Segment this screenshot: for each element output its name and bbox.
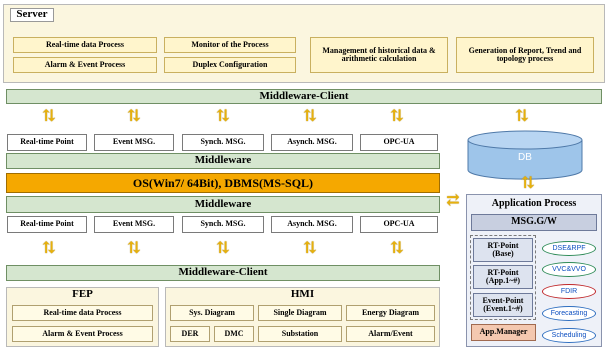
app-oval-fdir: FDIR: [542, 284, 596, 299]
middleware-client-top: Middleware-Client: [6, 89, 602, 104]
msg-event: Event MSG.: [94, 134, 174, 151]
up-down-arrow-icon: ⇅: [216, 107, 229, 125]
up-down-arrow-icon: ⇅: [216, 239, 229, 257]
hmi-box-single-diagram: Single Diagram: [258, 305, 342, 321]
app-process-title: Application Process: [491, 197, 577, 209]
up-down-arrow-icon: ⇅: [390, 107, 403, 125]
app-oval-scheduling: Scheduling: [542, 328, 596, 343]
hmi-title: HMI: [290, 288, 315, 301]
msg-asynch: Asynch. MSG.: [271, 134, 353, 151]
app-manager: App.Manager: [471, 324, 536, 341]
os-dbms-bar: OS(Win7/ 64Bit), DBMS(MS-SQL): [6, 173, 440, 193]
msg-gateway: MSG.G/W: [471, 214, 597, 231]
app-oval-dse-rpf: DSE&RPF: [542, 241, 596, 256]
hmi-box-substation: Substation: [258, 326, 342, 342]
middleware-bottom: Middleware: [6, 196, 440, 213]
db-label: DB: [518, 151, 532, 163]
fep-box-realtime: Real-time data Process: [12, 305, 153, 321]
hmi-box-dmc: DMC: [214, 326, 254, 342]
hmi-box-der: DER: [170, 326, 210, 342]
server-box-realtime: Real-time data Process: [13, 37, 157, 53]
middleware-client-bottom: Middleware-Client: [6, 265, 440, 281]
server-box-monitor: Monitor of the Process: [164, 37, 296, 53]
hmi-box-alarm-event: Alarm/Event: [346, 326, 435, 342]
msg-opc-ua: OPC-UA: [360, 134, 438, 151]
msg-realtime-point: Real-time Point: [7, 134, 87, 151]
up-down-arrow-icon: ⇅: [303, 239, 316, 257]
msg-opc-ua-2: OPC-UA: [360, 216, 438, 233]
left-right-arrow-icon: ⇄: [446, 191, 460, 209]
event-point: Event-Point (Event.1~#): [473, 293, 533, 317]
msg-synch: Synch. MSG.: [182, 134, 264, 151]
server-box-alarm: Alarm & Event Process: [13, 57, 157, 73]
db-cylinder: [466, 130, 584, 182]
msg-event-2: Event MSG.: [94, 216, 174, 233]
server-box-duplex: Duplex Configuration: [164, 57, 296, 73]
up-down-arrow-icon: ⇅: [127, 239, 140, 257]
rt-point-app: RT-Point (App.1~#): [473, 265, 533, 289]
server-box-historical: Management of historical data & arithmet…: [310, 37, 448, 73]
point-group-border: [470, 235, 536, 320]
hmi-box-energy-diagram: Energy Diagram: [346, 305, 435, 321]
up-down-arrow-icon: ⇅: [521, 174, 534, 192]
fep-box-alarm: Alarm & Event Process: [12, 326, 153, 342]
up-down-arrow-icon: ⇅: [42, 107, 55, 125]
up-down-arrow-icon: ⇅: [127, 107, 140, 125]
up-down-arrow-icon: ⇅: [303, 107, 316, 125]
rt-point-base: RT-Point (Base): [473, 238, 533, 262]
server-box-report: Generation of Report, Trend and topology…: [456, 37, 594, 73]
middleware-top: Middleware: [6, 153, 440, 169]
msg-asynch-2: Asynch. MSG.: [271, 216, 353, 233]
up-down-arrow-icon: ⇅: [390, 239, 403, 257]
msg-synch-2: Synch. MSG.: [182, 216, 264, 233]
app-oval-vvc-vvo: VVC&VVO: [542, 262, 596, 277]
fep-title: FEP: [72, 288, 93, 301]
server-title: Server: [10, 8, 54, 22]
hmi-box-sys-diagram: Sys. Diagram: [170, 305, 254, 321]
up-down-arrow-icon: ⇅: [42, 239, 55, 257]
msg-realtime-point-2: Real-time Point: [7, 216, 87, 233]
up-down-arrow-icon: ⇅: [515, 107, 528, 125]
app-oval-forecasting: Forecasting: [542, 306, 596, 321]
